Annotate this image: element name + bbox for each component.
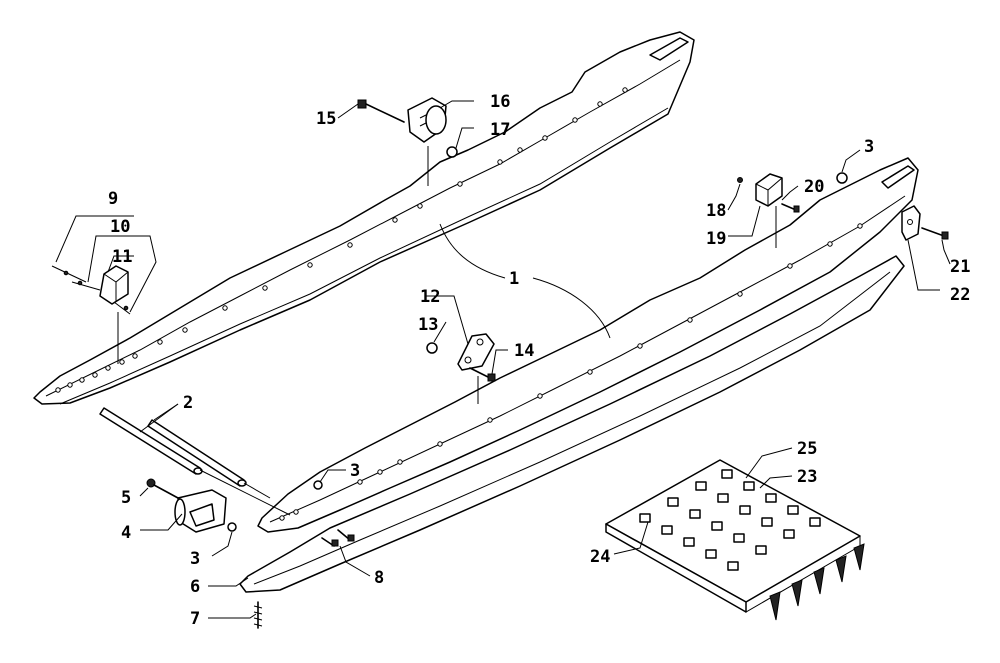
nut-18 [737, 177, 743, 183]
callout-12: 12 [420, 287, 440, 307]
nut-3-lower [227, 522, 237, 532]
left-rail-holes [55, 87, 628, 393]
callout-6: 6 [190, 577, 200, 597]
track-clips [639, 469, 821, 571]
callout-24: 24 [590, 547, 610, 567]
right-slide-rail [257, 157, 919, 533]
left-slide-rail [33, 31, 695, 405]
callout-20: 20 [804, 177, 824, 197]
callout-17: 17 [490, 120, 510, 140]
callout-9: 9 [108, 189, 118, 209]
callout-10: 10 [110, 217, 130, 237]
callout-21: 21 [950, 257, 970, 277]
callout-1: 1 [509, 269, 519, 289]
callout-5: 5 [121, 488, 131, 508]
bolt-15 [357, 99, 405, 123]
bolt-21 [921, 227, 949, 240]
bolt-14 [469, 367, 496, 382]
bracket-22 [901, 205, 921, 241]
bolts-8 [321, 529, 355, 547]
bumper-19 [755, 173, 783, 207]
callout-8: 8 [374, 568, 384, 588]
callout-22: 22 [950, 285, 970, 305]
bracket-12 [457, 333, 495, 371]
callout-19: 19 [706, 229, 726, 249]
callout-3-lower: 3 [190, 549, 200, 569]
callout-labels: 1 2 3 3 3 4 5 6 7 8 9 10 11 12 13 14 15 … [108, 92, 970, 629]
callout-11: 11 [112, 247, 132, 267]
bolt-5 [146, 478, 179, 499]
callout-15: 15 [316, 109, 336, 129]
nut-13 [426, 342, 438, 354]
callout-13: 13 [418, 315, 438, 335]
track-section [605, 459, 865, 621]
spring-7 [253, 601, 263, 629]
callout-3-middle: 3 [350, 461, 360, 481]
sensor-bracket-11 [51, 265, 131, 315]
bracket-16 [407, 97, 447, 143]
callout-16: 16 [490, 92, 510, 112]
callout-18: 18 [706, 201, 726, 221]
nut-3-middle [313, 480, 323, 490]
right-rail-holes [279, 223, 863, 521]
callout-23: 23 [797, 467, 817, 487]
nut-17 [446, 146, 458, 158]
bumper-block [174, 489, 227, 533]
callout-7: 7 [190, 609, 200, 629]
callout-3-upper: 3 [864, 137, 874, 157]
track-lugs [769, 543, 865, 621]
nut-3-upper [836, 172, 848, 184]
cross-shafts [99, 407, 291, 516]
leader-lines [55, 100, 951, 619]
callout-14: 14 [514, 341, 534, 361]
callout-4: 4 [121, 523, 131, 543]
bolt-20 [781, 203, 800, 213]
wear-strip [239, 255, 905, 593]
callout-2: 2 [183, 393, 193, 413]
callout-25: 25 [797, 439, 817, 459]
